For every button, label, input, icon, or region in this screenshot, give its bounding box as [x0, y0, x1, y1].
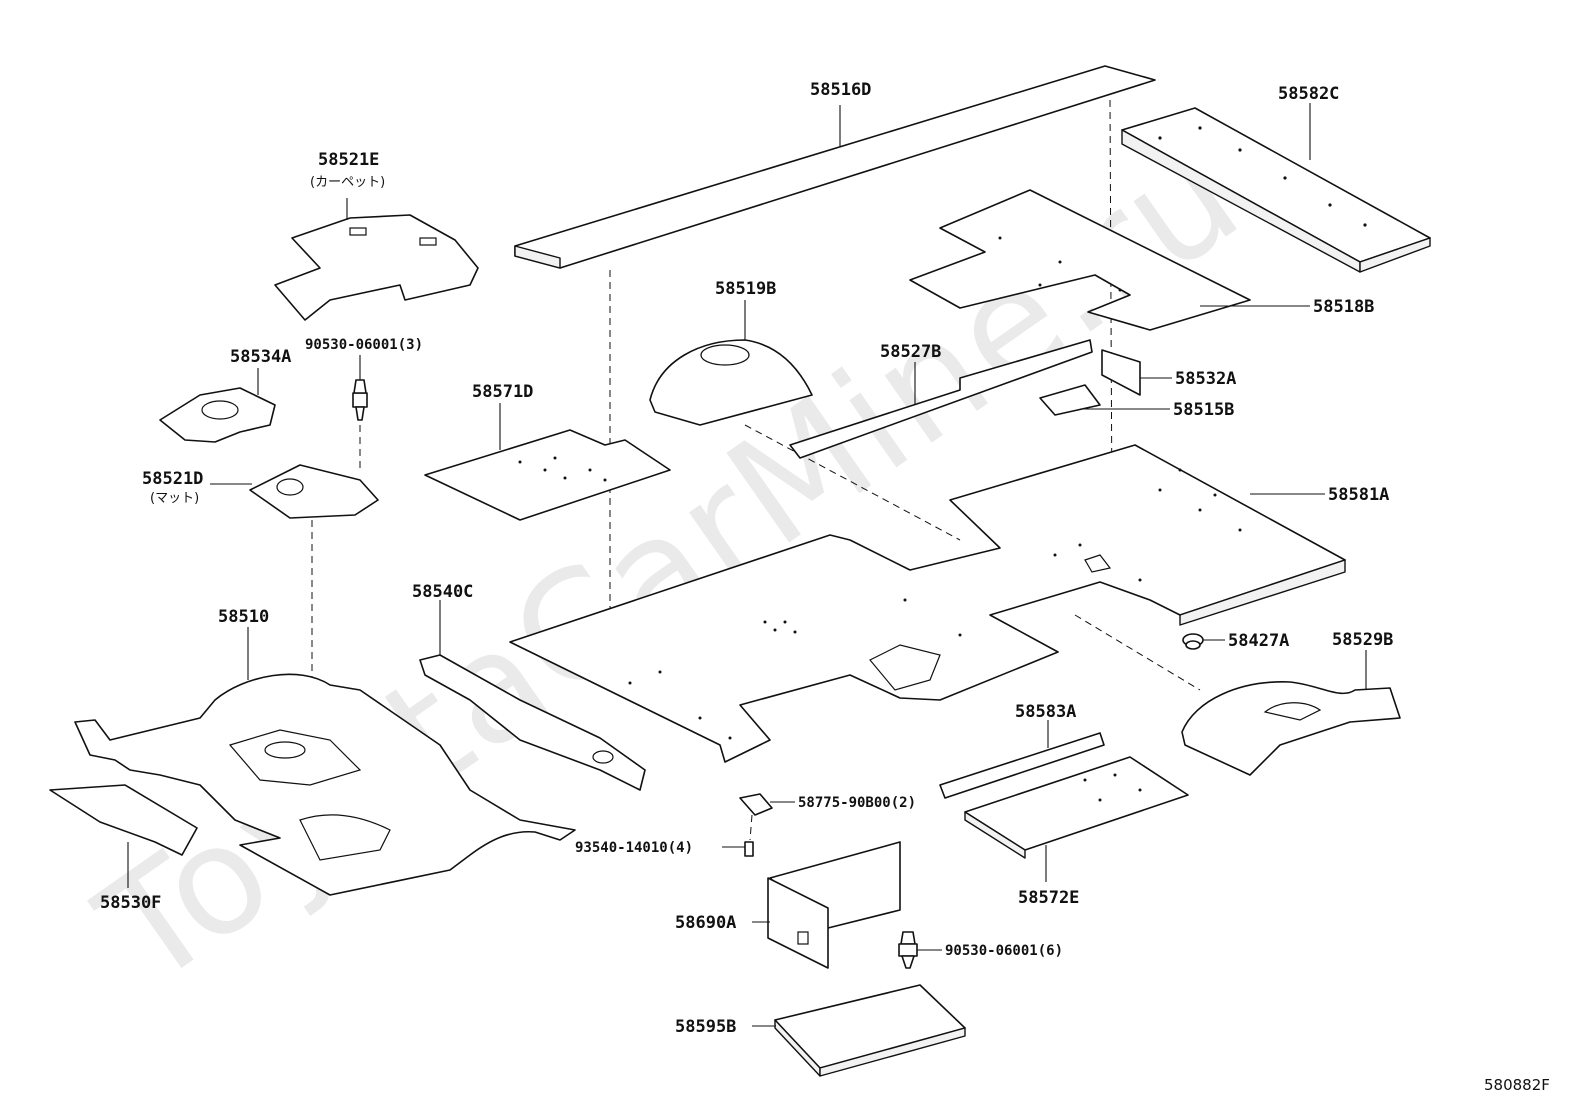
label-58521D[interactable]: 58521D: [142, 469, 203, 489]
label-58690A[interactable]: 58690A: [675, 913, 736, 933]
part-58518B-shape: [909, 189, 1310, 331]
label-58516D[interactable]: 58516D: [810, 80, 871, 100]
part-58529B-shape: [1181, 650, 1401, 776]
part-58427A-shape: [1182, 633, 1225, 650]
label-58534A[interactable]: 58534A: [230, 347, 291, 367]
part-58571D-shape: [424, 403, 671, 521]
label-58521D-note: (マット): [150, 491, 199, 506]
label-58427A[interactable]: 58427A: [1228, 631, 1289, 651]
label-58527B[interactable]: 58527B: [880, 342, 941, 362]
label-58530F[interactable]: 58530F: [100, 893, 161, 913]
part-58527B-shape: [789, 339, 1093, 459]
label-58521E-note: (カーペット): [310, 175, 385, 190]
label-58582C[interactable]: 58582C: [1278, 84, 1339, 104]
part-58582C-shape: [1121, 103, 1431, 273]
label-58583A[interactable]: 58583A: [1015, 702, 1076, 722]
label-58571D[interactable]: 58571D: [472, 382, 533, 402]
label-58519B[interactable]: 58519B: [715, 279, 776, 299]
clip-90530-3-shape: [352, 355, 368, 470]
part-58690A-shape: [752, 841, 901, 969]
label-58529B[interactable]: 58529B: [1332, 630, 1393, 650]
screw-93540-shape: [722, 841, 754, 857]
part-58775-shape: [739, 793, 795, 841]
label-58521E[interactable]: 58521E: [318, 150, 379, 170]
part-58581A-shape: [509, 444, 1346, 763]
label-58518B[interactable]: 58518B: [1313, 297, 1374, 317]
part-58510-shape: [74, 627, 576, 896]
part-58540C-shape: [419, 600, 646, 791]
label-90530-6[interactable]: 90530-06001(6): [945, 943, 1063, 959]
part-58595B-shape: [752, 984, 966, 1077]
label-58775[interactable]: 58775-90B00(2): [798, 795, 916, 811]
part-58515B-shape: [1039, 384, 1170, 416]
label-58595B[interactable]: 58595B: [675, 1017, 736, 1037]
part-58534A-shape: [159, 368, 276, 443]
part-58516D-shape: [514, 65, 1156, 269]
label-93540[interactable]: 93540-14010(4): [575, 840, 693, 856]
part-58532A-shape: [1101, 349, 1172, 396]
part-58530F-shape: [49, 784, 198, 888]
part-58519B-shape: [649, 300, 961, 541]
label-58510[interactable]: 58510: [218, 607, 269, 627]
label-58540C[interactable]: 58540C: [412, 582, 473, 602]
label-58515B[interactable]: 58515B: [1173, 400, 1234, 420]
label-58532A[interactable]: 58532A: [1175, 369, 1236, 389]
part-58521E-shape: [274, 198, 479, 321]
part-58521D-shape: [210, 464, 379, 790]
label-58572E[interactable]: 58572E: [1018, 888, 1079, 908]
diagram-ref: 580882F: [1484, 1076, 1550, 1094]
part-58572E-shape: [964, 756, 1189, 882]
part-58583A-shape: [939, 720, 1105, 799]
label-90530-3[interactable]: 90530-06001(3): [305, 337, 423, 353]
label-58581A[interactable]: 58581A: [1328, 485, 1389, 505]
clip-90530-6-shape: [898, 931, 942, 969]
